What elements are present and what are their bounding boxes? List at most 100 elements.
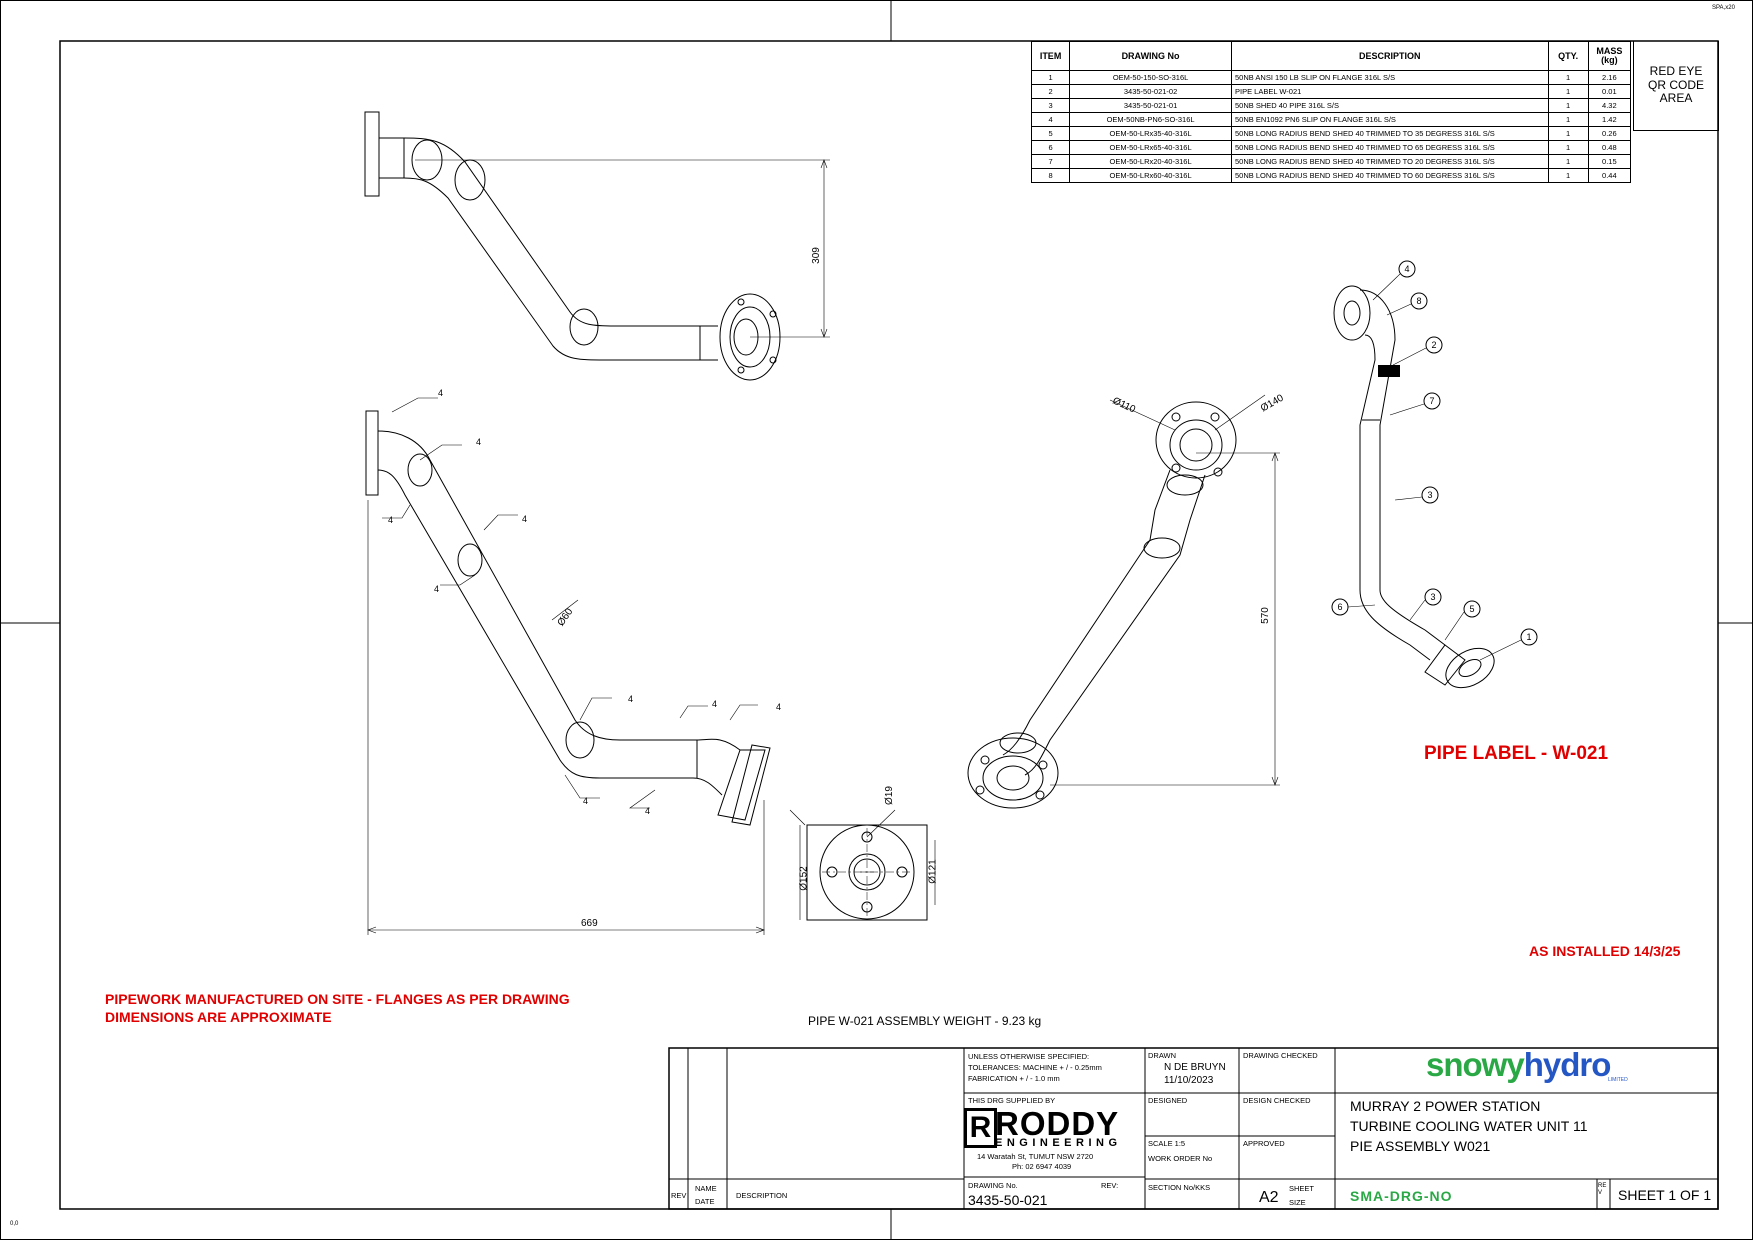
weld-symbol: 4 (476, 437, 482, 447)
bom-header-drawing-no: DRAWING No (1069, 41, 1232, 71)
title-line-1: MURRAY 2 POWER STATION (1350, 1098, 1541, 1114)
callout-item-7: 7 (1429, 396, 1435, 406)
weld-symbol: 4 (645, 806, 651, 816)
scale-label: SCALE 1:5 (1148, 1139, 1186, 1148)
bom-cell-qty: 1 (1547, 70, 1589, 85)
bom-cell-drawing-no: OEM-50-LRx35-40-316L (1069, 126, 1232, 141)
rev-label: REV: (1101, 1181, 1119, 1190)
tolerance-line-2: TOLERANCES: MACHINE + / - 0.25mm (968, 1063, 1102, 1072)
bom-cell-qty: 1 (1547, 168, 1589, 183)
date-column-label: DATE (695, 1197, 715, 1206)
size-label: SIZE (1289, 1198, 1306, 1207)
weld-symbol: 4 (583, 796, 589, 806)
callout-item-3: 3 (1427, 490, 1433, 500)
callout-item-6: 6 (1337, 602, 1343, 612)
supplied-by-label: THIS DRG SUPPLIED BY (968, 1096, 1056, 1105)
bom-cell-item: 1 (1030, 70, 1071, 85)
drawn-label: DRAWN (1148, 1051, 1177, 1060)
bom-cell-description: 50NB EN1092 PN6 SLIP ON FLANGE 316L S/S (1231, 112, 1549, 127)
dimensions-note: DIMENSIONS ARE APPROXIMATE (105, 1009, 332, 1025)
company-address: 14 Waratah St, TUMUT NSW 2720 (977, 1152, 1094, 1161)
bom-cell-mass: 4.32 (1587, 98, 1632, 113)
assembly-weight-note: PIPE W-021 ASSEMBLY WEIGHT - 9.23 kg (808, 1014, 1042, 1028)
bom-cell-mass: 0.01 (1587, 84, 1632, 99)
bom-header-mass: MASS (kg) (1587, 41, 1632, 71)
bom-cell-drawing-no: OEM-50NB-PN6-SO-316L (1069, 112, 1232, 127)
sheet-label: SHEET (1289, 1184, 1315, 1193)
weld-symbol: 4 (776, 702, 782, 712)
drawn-by-name: N DE BRUYN (1164, 1062, 1226, 1073)
callout-item-4: 4 (1404, 264, 1410, 274)
weld-symbol: 4 (434, 584, 440, 594)
pipe-label-note: PIPE LABEL - W-021 (1424, 743, 1609, 764)
bom-cell-drawing-no: OEM-50-LRx20-40-316L (1069, 154, 1232, 169)
rev-column-label: REV (671, 1191, 687, 1200)
callout-item-5: 5 (1469, 604, 1475, 614)
section-no-label: SECTION No/KKS (1148, 1183, 1211, 1192)
designed-label: DESIGNED (1148, 1096, 1188, 1105)
bom-cell-drawing-no: OEM-50-150-SO-316L (1069, 70, 1232, 85)
weld-symbol: 4 (628, 694, 634, 704)
bom-cell-item: 3 (1030, 98, 1071, 113)
bom-header-description: DESCRIPTION (1231, 41, 1549, 71)
bom-cell-item: 2 (1030, 84, 1071, 99)
bom-cell-description: PIPE LABEL W-021 (1231, 84, 1549, 99)
bom-cell-item: 6 (1030, 140, 1071, 155)
bom-cell-qty: 1 (1547, 154, 1589, 169)
drawing-no-label: DRAWING No. (968, 1181, 1018, 1190)
bom-cell-description: 50NB LONG RADIUS BEND SHED 40 TRIMMED TO… (1231, 140, 1549, 155)
origin-mark: 0,0 (10, 1221, 19, 1227)
qr-code-area-text: RED EYE QR CODE AREA (1647, 63, 1704, 106)
dimension-669: 669 (581, 918, 598, 929)
bom-cell-mass: 1.42 (1587, 112, 1632, 127)
bom-cell-description: 50NB LONG RADIUS BEND SHED 40 TRIMMED TO… (1231, 168, 1549, 183)
drawing-number: 3435-50-021 (968, 1192, 1048, 1208)
manufacture-note: PIPEWORK MANUFACTURED ON SITE - FLANGES … (105, 991, 570, 1007)
snowy-hydro-logo-subtitle: LIMITED (1608, 1077, 1628, 1083)
drawn-date: 11/10/2023 (1164, 1075, 1214, 1086)
bom-cell-qty: 1 (1547, 84, 1589, 99)
bom-cell-mass: 0.44 (1587, 168, 1632, 183)
bom-cell-description: 50NB SHED 40 PIPE 316L S/S (1231, 98, 1549, 113)
bom-header-qty: QTY. (1547, 41, 1589, 71)
bom-header-row: ITEM DRAWING No DESCRIPTION QTY. MASS (k… (1030, 41, 1632, 71)
bom-cell-item: 7 (1030, 154, 1071, 169)
bom-cell-item: 8 (1030, 168, 1071, 183)
callout-item-3b: 3 (1430, 592, 1436, 602)
rev-vertical-label: REV (1598, 1183, 1607, 1196)
qr-code-area: RED EYE QR CODE AREA (1633, 41, 1719, 131)
bom-cell-description: 50NB LONG RADIUS BEND SHED 40 TRIMMED TO… (1231, 126, 1549, 141)
snowy-logo-part: snowy (1426, 1046, 1525, 1083)
view-callout-iso (1331, 260, 1538, 689)
weld-symbol: 4 (438, 388, 444, 398)
dimension-flange-od: Ø152 (798, 866, 810, 891)
bom-cell-drawing-no: OEM-50-LRx65-40-316L (1069, 140, 1232, 155)
dimension-309: 309 (810, 247, 822, 264)
bom-header-item: ITEM (1030, 41, 1071, 71)
roddy-logo-icon: R (964, 1108, 997, 1148)
company-phone: Ph: 02 6947 4039 (1012, 1162, 1072, 1171)
dimension-pcd: Ø121 (927, 859, 939, 884)
bom-cell-item: 5 (1030, 126, 1071, 141)
view-top-left (364, 111, 830, 381)
dimension-bolt-hole: Ø19 (883, 786, 895, 805)
sheet-code: SPA,x20 (1712, 5, 1735, 11)
roddy-logo-subtitle: ENGINEERING (995, 1137, 1122, 1149)
bom-cell-qty: 1 (1547, 140, 1589, 155)
callout-item-1: 1 (1526, 632, 1532, 642)
snowy-hydro-logo: snowyhydro (1426, 1046, 1612, 1084)
view-flange-face (789, 809, 936, 921)
work-order-label: WORK ORDER No (1148, 1154, 1213, 1163)
sheet-count: SHEET 1 OF 1 (1618, 1187, 1712, 1203)
hydro-logo-part: hydro (1523, 1046, 1612, 1083)
title-line-2: TURBINE COOLING WATER UNIT 11 (1350, 1118, 1588, 1134)
design-checked-label: DESIGN CHECKED (1243, 1096, 1311, 1105)
bom-cell-mass: 0.26 (1587, 126, 1632, 141)
